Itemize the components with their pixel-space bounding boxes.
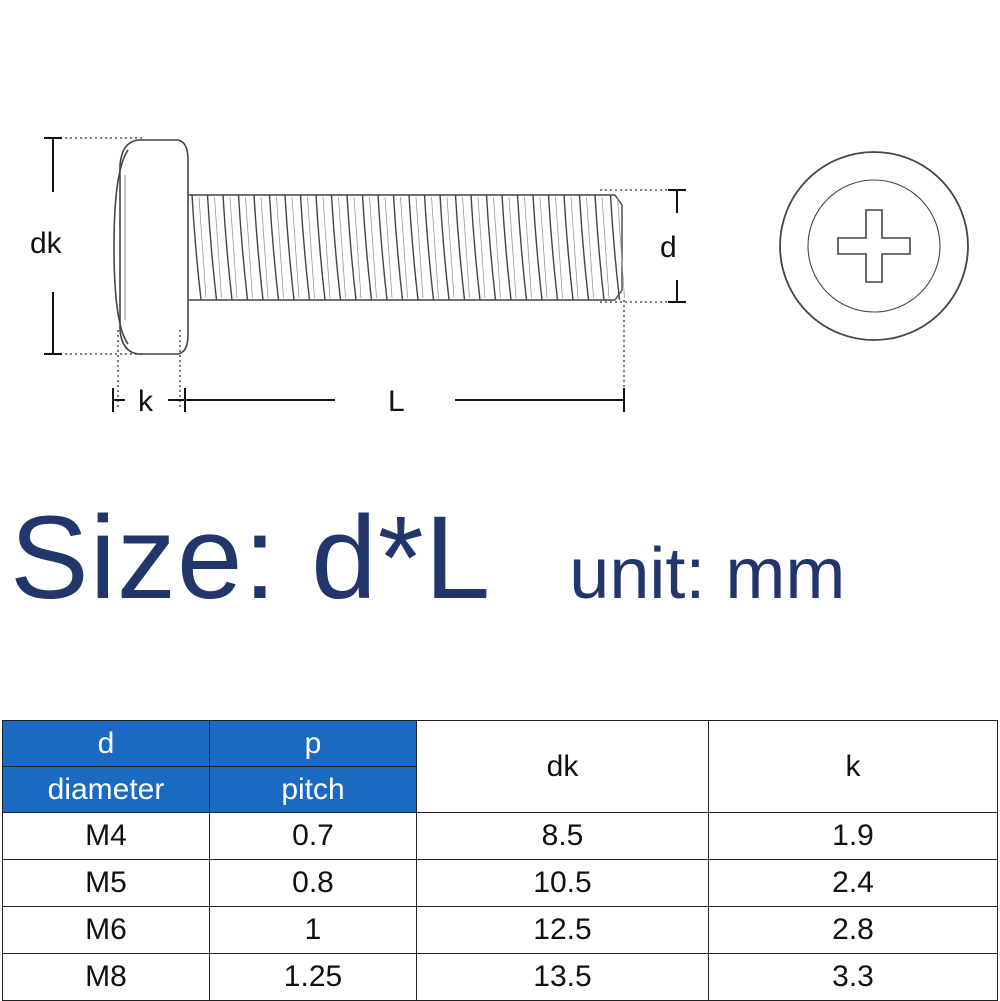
thread-crest [237,194,249,301]
thread-crest [361,194,373,301]
cell-d: M4 [2,812,210,860]
thread-crest [330,194,342,301]
thread-shade [198,196,207,299]
table-row: M6 1 12.5 2.8 [2,906,998,954]
thread-shade [384,196,393,299]
thread-shade [291,196,300,299]
thread-shade [617,196,625,299]
thread-shade [353,196,362,299]
thread-crest [532,194,543,301]
thread-crest [454,194,466,301]
cell-dk: 10.5 [416,859,709,907]
thread-shade [276,196,284,299]
thread-crest [408,194,419,301]
screw-dimension-diagram: dk d k L [30,137,969,418]
header-dk: dk [416,720,709,813]
cell-p: 1.25 [209,953,417,1001]
thread-crest [191,194,202,301]
thread-crest [516,194,528,301]
thread-crest [439,194,450,301]
thread-shade [338,196,346,299]
thread-shade [462,196,470,299]
thread-crest [315,194,326,301]
thread-crest [284,194,295,301]
thread-crest [392,194,404,301]
cell-k: 3.3 [708,953,998,1001]
header-p-symbol: p [209,720,417,767]
thread-shade [245,196,253,299]
thread-shade [431,196,439,299]
thread-shade [477,196,486,299]
thread-crest [222,194,233,301]
header-k: k [708,720,998,813]
cell-dk: 8.5 [416,812,709,860]
L-dimension [185,388,625,412]
size-headline: Size: d*L unit: mm [10,490,845,650]
screw-thread [188,194,625,301]
cell-p: 1 [209,906,417,954]
header-d-symbol: d [2,720,210,767]
thread-shade [570,196,579,299]
thread-shade [214,196,222,299]
thread-crest [423,194,435,301]
cell-dk: 13.5 [416,953,709,1001]
thread-crest [377,194,388,301]
dk-label: dk [30,227,63,260]
thread-shade [322,196,331,299]
size-title: Size: d*L [10,492,492,624]
screw-head-top-view [779,151,969,341]
L-label: L [388,385,405,418]
cell-dk: 12.5 [416,906,709,954]
thread-shade [586,196,594,299]
thread-shade [260,196,269,299]
thread-crest [609,194,621,301]
thread-crest [268,194,280,301]
cell-k: 2.8 [708,906,998,954]
unit-label: unit: mm [569,534,846,614]
phillips-cross-icon [837,209,911,283]
thread-shade [555,196,563,299]
thread-shade [539,196,548,299]
cell-p: 0.7 [209,812,417,860]
thread-crest [206,194,218,301]
thread-shade [307,196,315,299]
cell-p: 0.8 [209,859,417,907]
table-row: M8 1.25 13.5 3.3 [2,953,998,1001]
thread-crest [485,194,497,301]
thread-shade [508,196,517,299]
thread-shade [524,196,532,299]
cell-k: 1.9 [708,812,998,860]
thread-crest [594,194,605,301]
dk-dimension [44,137,62,355]
thread-shade [369,196,377,299]
cell-d: M6 [2,906,210,954]
thread-shade [400,196,408,299]
d-dimension [668,189,686,303]
thread-shade [229,196,238,299]
cell-d: M8 [2,953,210,1001]
thread-crest [346,194,357,301]
thread-crest [501,194,512,301]
thread-crest [547,194,559,301]
thread-shade [415,196,424,299]
spec-table: d p dk k diameter pitch M4 0.7 8.5 1.9 M… [2,720,998,1001]
thread-shade [493,196,501,299]
thread-crest [563,194,574,301]
d-label: d [660,231,677,264]
screw-head [113,139,189,355]
thread-crest [299,194,311,301]
k-label: k [138,385,154,418]
cell-d: M5 [2,859,210,907]
thread-crest [253,194,264,301]
table-row: M4 0.7 8.5 1.9 [2,812,998,860]
header-p-name: pitch [209,766,417,813]
thread-crest [470,194,481,301]
cell-k: 2.4 [708,859,998,907]
thread-shade [601,196,610,299]
thread-crest [578,194,590,301]
extension-lines [65,137,670,410]
table-row: M5 0.8 10.5 2.4 [2,859,998,907]
header-d-name: diameter [2,766,210,813]
thread-shade [446,196,455,299]
